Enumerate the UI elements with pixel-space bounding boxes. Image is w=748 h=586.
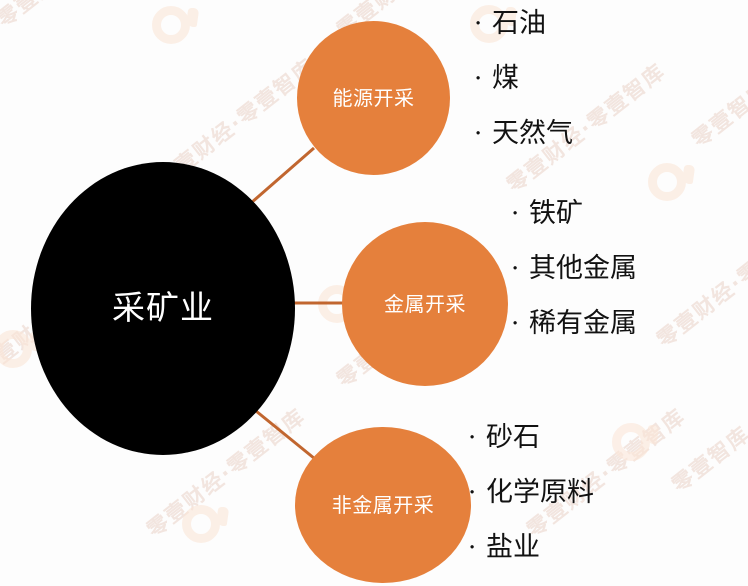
list-item-label: 盐业 bbox=[486, 532, 540, 563]
bullet-dot-icon: · bbox=[468, 478, 477, 508]
list-item-label: 煤 bbox=[492, 63, 519, 94]
bullet-dot-icon: · bbox=[468, 533, 477, 563]
list-item-label: 天然气 bbox=[492, 118, 573, 149]
list-item: · 铁矿 bbox=[511, 200, 637, 227]
list-item-label: 化学原料 bbox=[486, 477, 594, 508]
list-item-label: 其他金属 bbox=[529, 253, 637, 284]
connector-root-to-nonmetal bbox=[255, 409, 321, 465]
bullet-dot-icon: · bbox=[474, 9, 483, 39]
bullet-list-metal: · 铁矿 · 其他金属 · 稀有金属 bbox=[511, 200, 637, 365]
connector-root-to-energy bbox=[250, 146, 315, 205]
node-root-label: 采矿业 bbox=[112, 288, 214, 328]
list-item: · 煤 bbox=[474, 65, 573, 92]
list-item: · 石油 bbox=[474, 10, 573, 37]
bullet-dot-icon: · bbox=[468, 423, 477, 453]
bullet-list-nonmetal: · 砂石 · 化学原料 · 盐业 bbox=[468, 424, 594, 586]
bullet-dot-icon: · bbox=[474, 119, 483, 149]
node-branch-energy-label: 能源开采 bbox=[332, 86, 415, 110]
bullet-dot-icon: · bbox=[511, 309, 520, 339]
list-item-label: 铁矿 bbox=[529, 198, 583, 229]
bullet-dot-icon: · bbox=[511, 254, 520, 284]
list-item: · 天然气 bbox=[474, 120, 573, 147]
bullet-dot-icon: · bbox=[511, 199, 520, 229]
node-branch-energy[interactable]: 能源开采 bbox=[297, 21, 450, 175]
list-item: · 化学原料 bbox=[468, 479, 594, 506]
node-branch-nonmetal[interactable]: 非金属开采 bbox=[295, 427, 471, 583]
bullet-dot-icon: · bbox=[474, 64, 483, 94]
bullet-list-energy: · 石油 · 煤 · 天然气 bbox=[474, 10, 573, 175]
list-item: · 稀有金属 bbox=[511, 310, 637, 337]
node-root-mining[interactable]: 采矿业 bbox=[31, 162, 295, 455]
list-item-label: 稀有金属 bbox=[529, 308, 637, 339]
list-item-label: 砂石 bbox=[486, 422, 540, 453]
node-branch-nonmetal-label: 非金属开采 bbox=[331, 493, 435, 517]
list-item-label: 石油 bbox=[492, 8, 546, 39]
node-branch-metal-label: 金属开采 bbox=[384, 292, 466, 316]
list-item: · 其他金属 bbox=[511, 255, 637, 282]
list-item: · 盐业 bbox=[468, 534, 594, 561]
node-branch-metal[interactable]: 金属开采 bbox=[342, 222, 508, 386]
list-item: · 砂石 bbox=[468, 424, 594, 451]
